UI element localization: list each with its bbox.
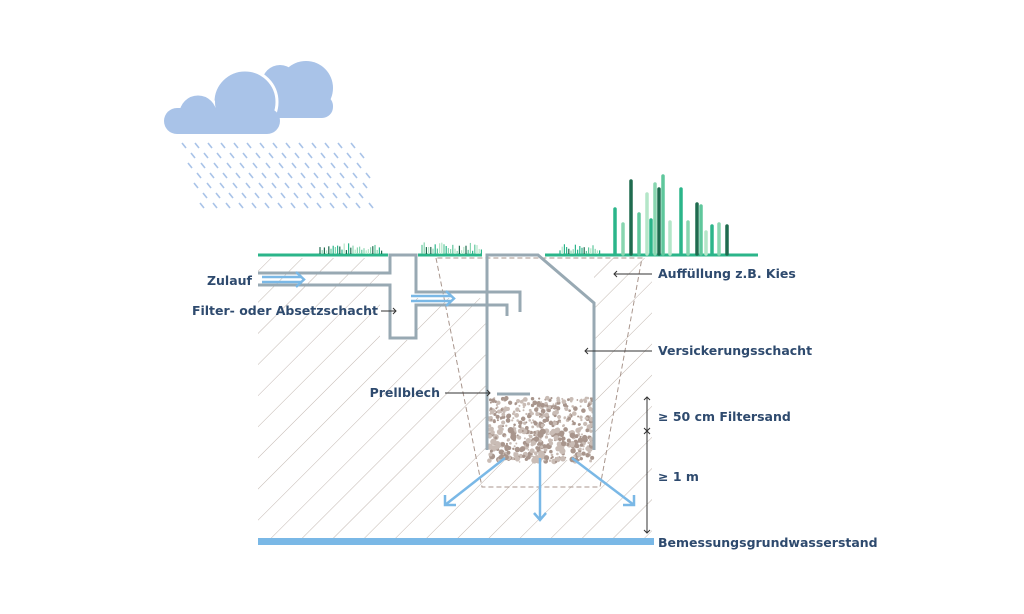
soil-hatching [258,258,652,538]
excavation-outline [435,257,643,488]
label-inlet: Zulauf [207,273,253,288]
label-filter-shaft: Filter- oder Absetzschacht [192,303,378,318]
label-baffle: Prellblech [370,385,440,400]
grass [319,174,729,256]
label-leaders [381,270,652,397]
label-filter-sand: ≥ 50 cm Filtersand [658,409,791,424]
groundwater-level [258,538,654,545]
label-min-distance: ≥ 1 m [658,469,699,484]
pipes-and-shafts [258,253,596,450]
filter-sand-gravel [486,395,595,465]
rain-cloud-icon [164,61,374,209]
water-flow-arrows [262,271,636,522]
dimension-lines [643,396,651,534]
label-groundwater: Bemessungsgrundwasserstand [658,535,878,550]
rain-drops [181,142,374,209]
infiltration-shaft [485,253,596,450]
label-infiltration-shaft: Versickerungsschacht [658,343,812,358]
label-backfill: Auffüllung z.B. Kies [658,266,796,281]
